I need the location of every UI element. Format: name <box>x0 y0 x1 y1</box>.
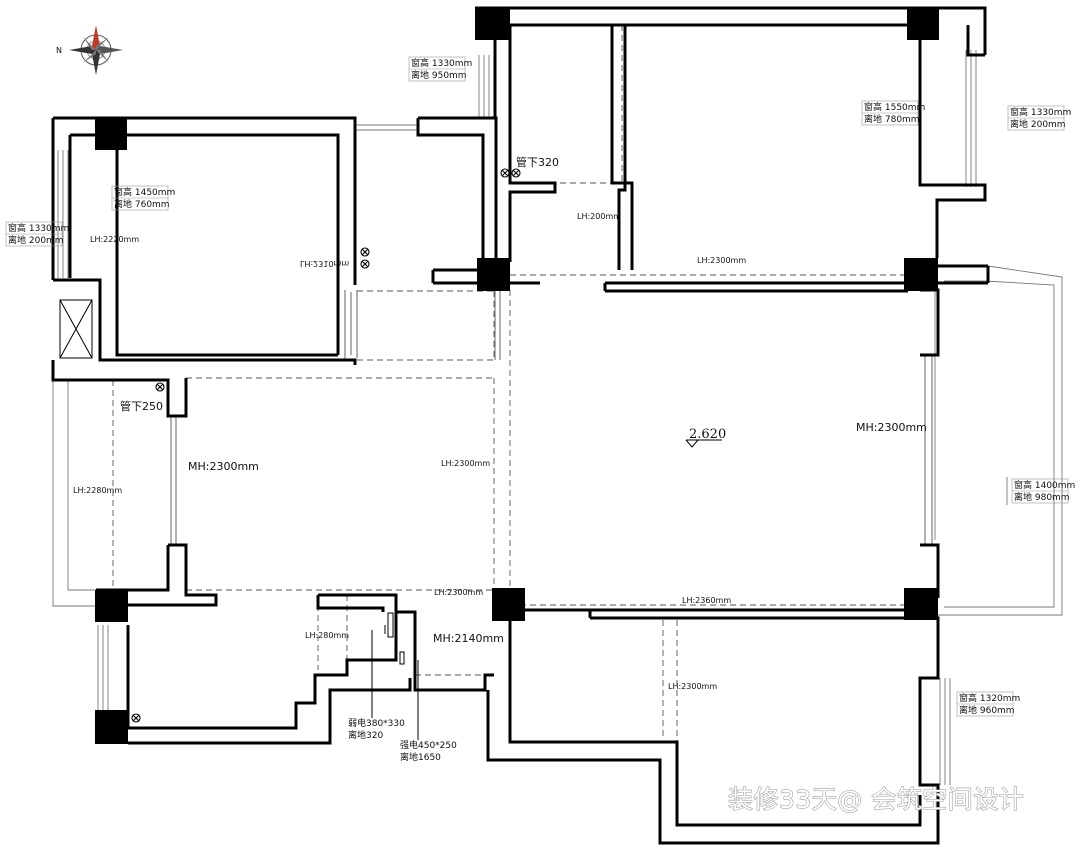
drain-icon <box>360 247 370 257</box>
height-labels: LH:2220mm LH:2310mm LH:200mm LH:2300mm L… <box>73 212 927 691</box>
svg-text:离地 980mm: 离地 980mm <box>1014 491 1070 503</box>
drain-icon <box>511 168 521 178</box>
svg-text:窗高 1400mm: 窗高 1400mm <box>1014 479 1075 491</box>
pipe-label-250: 管下250 <box>120 399 163 413</box>
elevation-label: 2.620 <box>689 427 726 442</box>
weak-current-size: 弱电380*330 <box>348 717 405 729</box>
mh-label: MH:2300mm <box>856 421 927 434</box>
mh-label: MH:2140mm <box>433 632 504 645</box>
lh-label: LH:2360mm <box>682 596 731 605</box>
svg-text:窗高 1450mm: 窗高 1450mm <box>114 186 175 198</box>
drain-icons <box>131 168 521 723</box>
window-label-bedroom: 窗高 1450mm 离地 760mm <box>111 185 175 211</box>
electrical-panels <box>371 612 419 740</box>
lh-label: LH:2300mm <box>697 256 746 265</box>
watermark: 装修33天@ 会筑空间设计 <box>728 785 1024 814</box>
svg-text:离地 760mm: 离地 760mm <box>114 198 170 210</box>
svg-text:离地 200mm: 离地 200mm <box>8 234 64 246</box>
lh-label: LH:200mm <box>577 212 621 221</box>
svg-text:离地 960mm: 离地 960mm <box>959 704 1015 716</box>
drain-icon <box>360 259 370 269</box>
walls <box>51 6 990 845</box>
window-label-left: 窗高 1330mm 离地 200mm <box>5 221 69 247</box>
lh-label: LH:2300mm <box>441 459 490 468</box>
compass-icon: N <box>56 25 123 75</box>
shaft-icon <box>59 299 93 359</box>
drain-icon <box>500 168 510 178</box>
mh-label: MH:2300mm <box>188 460 259 473</box>
window-labels: 窗高 1330mm 离地 950mm 窗高 1550mm 离地 780mm 窗高… <box>5 56 1075 717</box>
svg-text:离地 950mm: 离地 950mm <box>411 69 467 81</box>
lh-label: LH:2280mm <box>73 486 122 495</box>
svg-text:离地 780mm: 离地 780mm <box>864 113 920 125</box>
svg-text:窗高 1330mm: 窗高 1330mm <box>1010 106 1071 118</box>
lh-label: LH:2220mm <box>90 235 139 244</box>
drain-icon <box>155 382 165 392</box>
drain-icon <box>131 713 141 723</box>
weak-current-height: 离地320 <box>348 729 383 741</box>
window-label-bottom-right: 窗高 1320mm 离地 960mm <box>956 691 1020 717</box>
svg-text:窗高 1320mm: 窗高 1320mm <box>959 692 1020 704</box>
lh-label: LH:2300mm <box>668 682 717 691</box>
lh-label: LH:2310mm <box>300 259 349 268</box>
svg-text:窗高 1330mm: 窗高 1330mm <box>411 57 472 69</box>
compass-north-label: N <box>56 46 62 55</box>
svg-text:离地 200mm: 离地 200mm <box>1010 118 1066 130</box>
window-label-top-mid: 窗高 1550mm 离地 780mm <box>861 100 925 126</box>
svg-text:窗高 1550mm: 窗高 1550mm <box>864 101 925 113</box>
thin-partitions <box>170 290 933 545</box>
lh-label: LH:2300mm <box>434 588 483 597</box>
strong-current-size: 强电450*250 <box>400 739 457 751</box>
lh-label: LH:280mm <box>305 631 349 640</box>
ceiling-lines <box>112 20 921 800</box>
window-label-top-right: 窗高 1330mm 离地 200mm <box>1007 105 1071 131</box>
elevation-mark: 2.620 <box>685 427 726 448</box>
window-label-top-left: 窗高 1330mm 离地 950mm <box>408 56 472 82</box>
electrical-labels: 弱电380*330 离地320 强电450*250 离地1650 <box>348 717 457 763</box>
window-frames <box>52 50 1063 785</box>
svg-text:窗高 1330mm: 窗高 1330mm <box>8 222 69 234</box>
strong-current-height: 离地1650 <box>400 751 441 763</box>
columns <box>95 8 939 744</box>
pipe-label-320: 管下320 <box>516 155 559 169</box>
window-label-balcony: 窗高 1400mm 离地 980mm <box>1011 478 1075 504</box>
